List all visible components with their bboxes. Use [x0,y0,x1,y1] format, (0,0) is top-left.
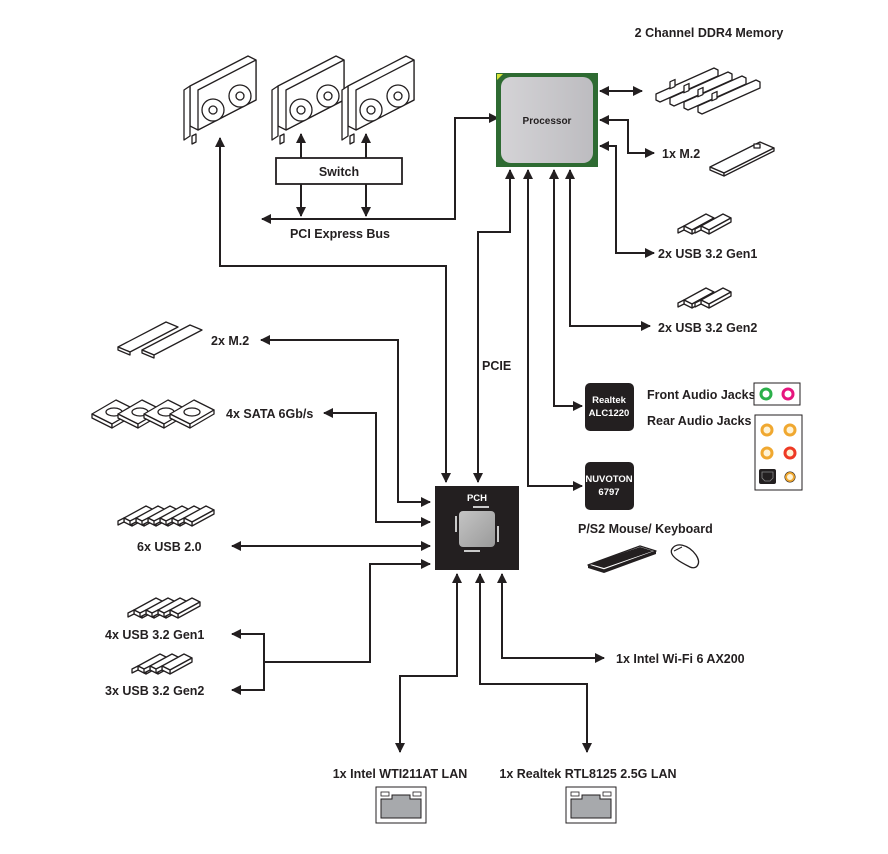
audio-jack-green [759,387,773,401]
audio-jack [785,472,795,482]
cpu-m2-label: 1x M.2 [662,147,700,161]
sata-label: 4x SATA 6Gb/s [226,407,313,421]
mouse-icon [670,544,700,569]
lan1-label: 1x Intel WTI211AT LAN [333,767,468,781]
audio-codec-line2: ALC1220 [589,408,630,419]
processor-chip: Processor [496,73,598,167]
graphics-card-icon [183,55,257,145]
usb-drive-icon [117,505,215,527]
optical-spdif-port [759,469,776,484]
lan2-link [475,573,592,753]
superio-line2: 6797 [598,487,619,498]
cpu-m2-link [599,115,655,158]
audio-codec-link [549,169,583,411]
audio-codec-line1: Realtek [592,395,627,406]
rj45-port-icon [565,786,617,824]
graphics-card-icon [341,55,415,145]
pci-express-bus-label: PCI Express Bus [290,227,390,241]
m2-ssd-icon [117,321,203,359]
audio-codec-chip: Realtek ALC1220 [585,383,634,431]
pch-m2-label: 2x M.2 [211,334,249,348]
pch-label: PCH [467,493,487,504]
usb-drive-icon [131,653,193,675]
audio-jack [783,446,797,460]
graphics-card-2 [271,55,345,145]
rear-audio-label: Rear Audio Jacks [647,414,751,428]
gpu1-pch-link [215,137,451,483]
cpu-usb-gen1-link [599,141,655,258]
pcie-label: PCIE [482,359,511,373]
pch-usb-gen1-label: 4x USB 3.2 Gen1 [105,628,204,642]
switch-label: Switch [319,165,359,179]
wifi-link [497,573,605,663]
cpu-usb-gen2-link [565,169,651,331]
audio-jack-pink [781,387,795,401]
usb-drive-icon [677,213,732,235]
cpu-usb-gen1-label: 2x USB 3.2 Gen1 [658,247,757,261]
memory-label: 2 Channel DDR4 Memory [635,26,784,40]
pch-usb32-branch [231,629,265,695]
sata-drive-icon [91,399,215,429]
pcie-cpu-pch-link [473,169,515,483]
audio-jack [760,423,774,437]
lan1-link [395,573,462,753]
cpu-usb-gen2-label: 2x USB 3.2 Gen2 [658,321,757,335]
pch-m2-link [260,335,431,507]
processor-label: Processor [523,116,572,127]
usb-drive-icon [127,597,201,619]
audio-jack [760,446,774,460]
lan2-label: 1x Realtek RTL8125 2.5G LAN [499,767,676,781]
pch-chip: PCH [435,486,519,570]
m2-ssd-icon [709,141,775,177]
front-audio-jacks [753,382,801,406]
rj45-port-icon [375,786,427,824]
superio-line1: NUVOTON [585,474,632,485]
audio-jack [783,423,797,437]
wifi-label: 1x Intel Wi-Fi 6 AX200 [616,652,745,666]
graphics-card-3 [341,55,415,145]
usb-drive-icon [677,287,732,309]
pch-usb-gen2-label: 3x USB 3.2 Gen2 [105,684,204,698]
front-audio-label: Front Audio Jacks [647,388,756,402]
graphics-card-icon [271,55,345,145]
superio-chip: NUVOTON 6797 [585,462,634,510]
pch-usb32-trunk [264,559,431,663]
sata-link [323,408,431,527]
superio-link [523,169,583,491]
usb20-label: 6x USB 2.0 [137,540,202,554]
ps2-label: P/S2 Mouse/ Keyboard [578,522,713,536]
keyboard-icon [587,545,657,573]
dimm-memory-icon [655,67,761,115]
rear-audio-jacks [754,414,803,491]
graphics-card-1 [183,55,257,145]
